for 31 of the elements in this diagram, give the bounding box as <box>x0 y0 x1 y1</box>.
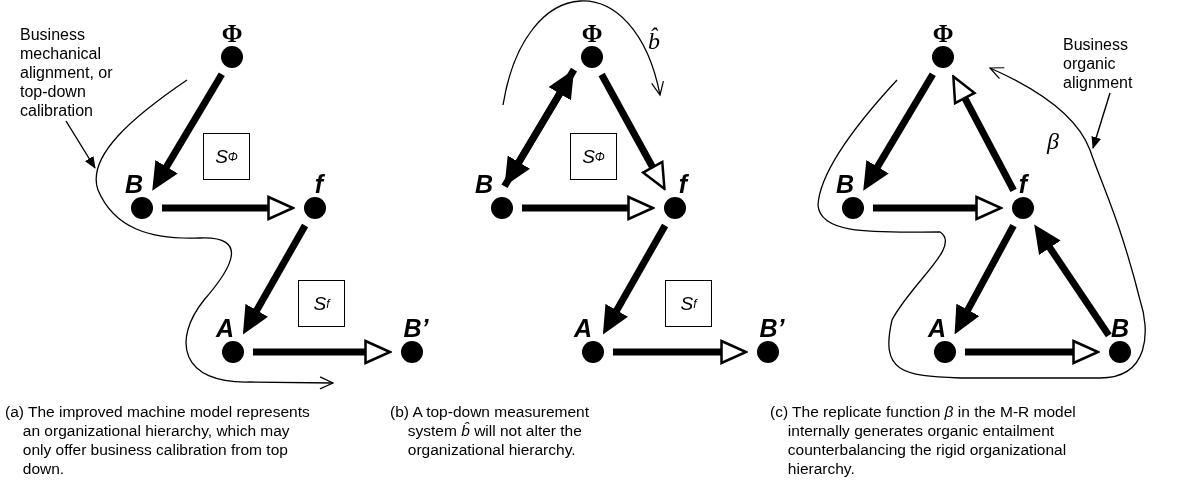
leader-line <box>1091 92 1111 149</box>
node-label: B <box>835 171 855 197</box>
arrow <box>598 72 666 190</box>
node-label: B’ <box>759 315 785 341</box>
node-label: f <box>1018 171 1028 197</box>
symbol-label: b̂ <box>648 28 660 55</box>
node-label: Φ <box>932 20 954 46</box>
arrow <box>863 72 936 191</box>
arrow <box>954 223 1017 335</box>
node-label: f <box>314 171 324 197</box>
node-label: Φ <box>581 20 603 46</box>
node-label: A <box>927 315 947 341</box>
node-label: A <box>215 315 235 341</box>
symbol-label: β <box>1047 128 1059 155</box>
annotation-text: Business organic alignment <box>1063 35 1173 92</box>
arrow <box>152 72 225 191</box>
arrow <box>242 223 309 335</box>
leader-line <box>65 120 96 169</box>
figure-caption: (b) A top-down measurement system b̂ will not alter the organizational hierarchy. <box>390 402 591 459</box>
node-label: f <box>678 171 688 197</box>
node-label: B <box>1110 315 1130 341</box>
arrow <box>952 75 1017 192</box>
node-label: Φ <box>221 20 243 46</box>
annotation-text: Business mechanical alignment, or top-down calibration <box>20 25 125 120</box>
node-label: A <box>573 315 593 341</box>
node-label: B <box>124 171 144 197</box>
figure-caption: (a) The improved machine model represents an organizational hierarchy, which may only offer business calibration from top down. <box>5 402 311 478</box>
figure-caption: (c) The replicate function β in the M-R model internally generates organic entailment counterbalancing the rigid organizational hierarchy. <box>770 402 1077 478</box>
node-label: B’ <box>403 315 429 341</box>
node-label: B <box>474 171 494 197</box>
arrow <box>602 223 669 335</box>
